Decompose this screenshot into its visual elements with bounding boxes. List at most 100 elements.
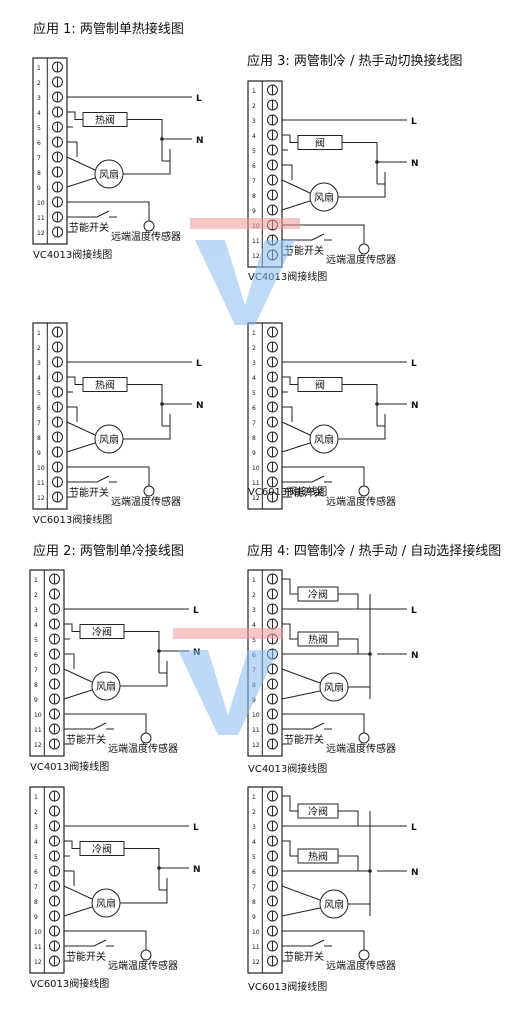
wire-t6 — [67, 141, 78, 157]
terminal-number: 9 — [252, 914, 256, 921]
terminal-number: 4 — [252, 839, 256, 846]
fan-label: 风扇 — [96, 680, 116, 693]
sensor-wire — [332, 930, 365, 950]
terminal-number: 11 — [34, 944, 42, 951]
terminal-number: 8 — [34, 682, 38, 689]
terminal-number: 1 — [37, 65, 41, 72]
energy-switch-contact — [67, 210, 110, 218]
terminal-number: 5 — [252, 390, 256, 397]
terminal-block — [29, 569, 65, 757]
terminal-number: 11 — [252, 238, 260, 245]
diagram-caption: VC4013阀接线图 — [248, 270, 327, 283]
terminal-number: 6 — [252, 163, 256, 170]
terminal-number: 6 — [252, 652, 256, 659]
remote-sensor — [358, 485, 370, 497]
fan-wire-1 — [63, 885, 93, 900]
terminal-number: 5 — [34, 854, 38, 861]
N-label: N — [411, 651, 419, 661]
section-title-app4: 应用 4: 四管制冷 / 热手动 / 自动选择接线图 — [247, 544, 502, 559]
diagram-caption: VC6013阀接线图 — [33, 513, 112, 526]
terminal-number: 8 — [252, 193, 256, 200]
terminal-number: 2 — [37, 80, 41, 87]
wire-t6 — [282, 164, 293, 180]
terminal-number: 2 — [252, 103, 256, 110]
terminal-number: 6 — [252, 869, 256, 876]
fan-wire-1 — [66, 421, 96, 436]
remote-sensor — [358, 243, 370, 255]
terminal-number: 2 — [252, 592, 256, 599]
energy-switch-label: 节能开关 — [284, 486, 324, 499]
terminal-number: 1 — [34, 794, 38, 801]
sensor-wire — [332, 466, 365, 486]
valve-label: 冷阀 — [308, 588, 328, 601]
terminal-number: 12 — [252, 742, 260, 749]
energy-switch-contact — [67, 475, 110, 483]
junction-dot — [157, 649, 161, 653]
fan-label: 风扇 — [314, 191, 334, 204]
valve-wire-out — [342, 142, 378, 184]
valve-label: 冷阀 — [92, 626, 112, 639]
valve-label: 阀 — [315, 137, 325, 150]
fan-wire-out — [120, 661, 168, 687]
N-label: N — [196, 136, 204, 146]
terminal-number: 3 — [37, 95, 41, 102]
terminal-number: 9 — [34, 697, 38, 704]
valve-wire-in — [282, 623, 298, 640]
energy-switch-contact — [282, 722, 325, 730]
fan-wire-out — [338, 172, 386, 198]
terminal-number: 10 — [37, 200, 45, 207]
energy-switch-contact — [64, 722, 107, 730]
terminal-number: 12 — [252, 959, 260, 966]
valve-wire-in — [282, 795, 298, 812]
junction-dot — [160, 402, 164, 406]
valve-wire-in — [282, 840, 298, 857]
L-label: L — [193, 606, 199, 616]
section-title-app2: 应用 2: 两管制单冷接线图 — [33, 544, 184, 559]
terminal-number: 5 — [37, 125, 41, 132]
terminal-number: 2 — [34, 809, 38, 816]
terminal-block — [247, 786, 283, 974]
valve-label: 冷阀 — [92, 843, 112, 856]
valve-wire-out — [124, 631, 160, 673]
diagram-d5: 123456789101112LN冷阀风扇节能开关远端温度传感器VC4013阀接… — [29, 569, 201, 773]
terminal-number: 6 — [34, 652, 38, 659]
valve-label: 热阀 — [95, 114, 115, 127]
terminal-number: 7 — [34, 667, 38, 674]
diagram-caption: VC4013阀接线图 — [33, 248, 112, 261]
fan-wire-1 — [281, 179, 311, 194]
terminal-block — [32, 322, 68, 510]
remote-sensor-label: 远端温度传感器 — [108, 959, 178, 972]
terminal-number: 9 — [252, 450, 256, 457]
terminal-number: 10 — [252, 223, 260, 230]
terminal-number: 9 — [37, 450, 41, 457]
terminal-number: 7 — [252, 884, 256, 891]
fan-wire-2 — [63, 906, 93, 917]
junction-dot — [375, 402, 379, 406]
valve-wire-out — [127, 384, 163, 426]
energy-switch-label: 节能开关 — [66, 733, 106, 746]
terminal-block — [247, 322, 283, 510]
fan-wire-out — [120, 878, 168, 904]
N-label: N — [193, 865, 201, 875]
terminal-number: 11 — [252, 944, 260, 951]
sensor-wire — [332, 713, 365, 733]
terminal-block — [247, 80, 283, 268]
terminal-number: 2 — [252, 809, 256, 816]
terminal-number: 2 — [34, 592, 38, 599]
diagram-d3: 123456789101112LN阀风扇节能开关远端温度传感器VC4013阀接线… — [247, 80, 419, 283]
terminal-number: 6 — [252, 405, 256, 412]
terminal-number: 8 — [37, 170, 41, 177]
fan-wire-1 — [281, 421, 311, 436]
diagram-d6: 123456789101112LN冷阀风扇节能开关远端温度传感器VC6013阀接… — [29, 786, 201, 990]
fan-wire-2 — [66, 177, 96, 188]
remote-sensor-label: 远端温度传感器 — [111, 495, 181, 508]
terminal-number: 3 — [252, 118, 256, 125]
sensor-wire — [332, 224, 365, 244]
terminal-number: 8 — [34, 899, 38, 906]
L-label: L — [411, 823, 417, 833]
L-label: L — [411, 606, 417, 616]
terminal-number: 12 — [37, 230, 45, 237]
energy-switch-contact — [64, 939, 107, 947]
terminal-number: 9 — [34, 914, 38, 921]
terminal-number: 1 — [252, 577, 256, 584]
